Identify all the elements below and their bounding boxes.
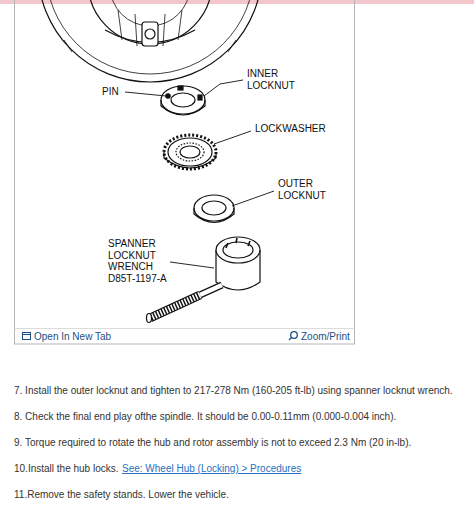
open-tab-icon [23, 333, 31, 340]
part-label: OUTER LOCKNUT [278, 178, 338, 201]
hub [38, 0, 262, 82]
inner-locknut [161, 86, 205, 115]
toolbar-link: Zoom/Print [301, 331, 350, 343]
part-label: LOCKWASHER [255, 123, 335, 135]
toolbar-link: Open In New Tab [34, 331, 111, 343]
figure-frame [15, 0, 355, 344]
lockwasher [164, 135, 216, 169]
procedure-step: 7. Install the outer locknut and tighten… [14, 385, 469, 397]
zoom-icon [289, 332, 297, 340]
procedure-step: 10.Install the hub locks. [14, 463, 119, 475]
procedure-step: 8. Check the final end play ofthe spindl… [14, 411, 469, 423]
procedure-step: 11.Remove the safety stands. Lower the v… [14, 489, 469, 501]
outer-locknut [194, 195, 234, 223]
part-label: SPANNER LOCKNUT WRENCH D85T-1197-A [108, 238, 170, 284]
toolbar-divider [15, 328, 355, 329]
part-label: INNER LOCKNUT [247, 68, 307, 91]
part-label: PIN [102, 86, 132, 98]
procedure-link: See: Wheel Hub (Locking) > Procedures [122, 463, 301, 475]
procedure-step: 9. Torque required to rotate the hub and… [14, 437, 469, 449]
top-bar [0, 0, 474, 4]
